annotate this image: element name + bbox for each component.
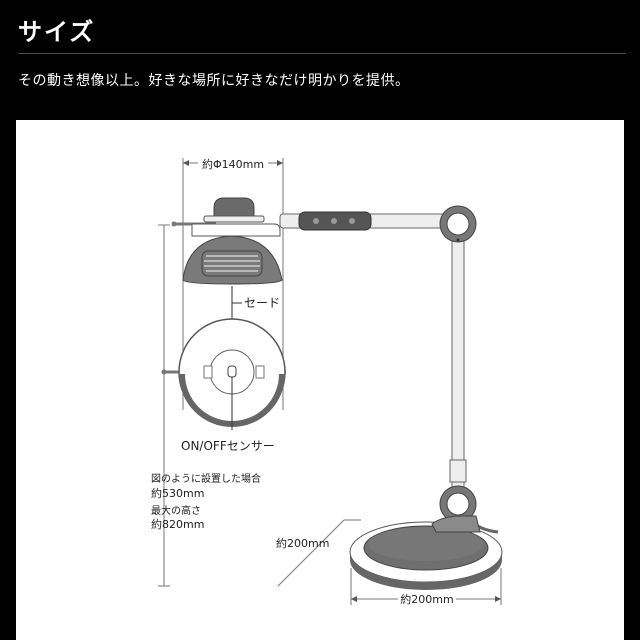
- lamp-dimension-diagram: 約Φ140mm セード ON/OFFセンサー 図のように設置した場合 約530m…: [151, 157, 503, 606]
- shade-diameter-label: 約Φ140mm: [202, 157, 264, 171]
- installed-note: 図のように設置した場合: [151, 472, 261, 485]
- installed-height: 約530mm: [151, 486, 204, 500]
- max-height-note: 最大の高さ: [151, 504, 201, 517]
- sensor-label: ON/OFFセンサー: [181, 439, 275, 453]
- base-depth-label: 約200mm: [276, 536, 329, 550]
- page-title: サイズ: [18, 17, 96, 46]
- lamp-arm: [279, 205, 499, 534]
- shade-side-view: [171, 197, 283, 285]
- title-divider: [18, 53, 626, 54]
- base-width-label: 約200mm: [400, 592, 453, 606]
- page-subtitle: その動き想像以上。好きな場所に好きなだけ明かりを提供。: [18, 73, 410, 89]
- max-height: 約820mm: [151, 517, 204, 531]
- shade-label: セード: [244, 296, 280, 310]
- shade-bottom-view: [161, 318, 286, 427]
- base-depth-dim-line: [277, 519, 345, 587]
- lamp-base: [349, 515, 503, 590]
- dimension-diagram-panel: 約Φ140mm セード ON/OFFセンサー 図のように設置した場合 約530m…: [16, 120, 624, 640]
